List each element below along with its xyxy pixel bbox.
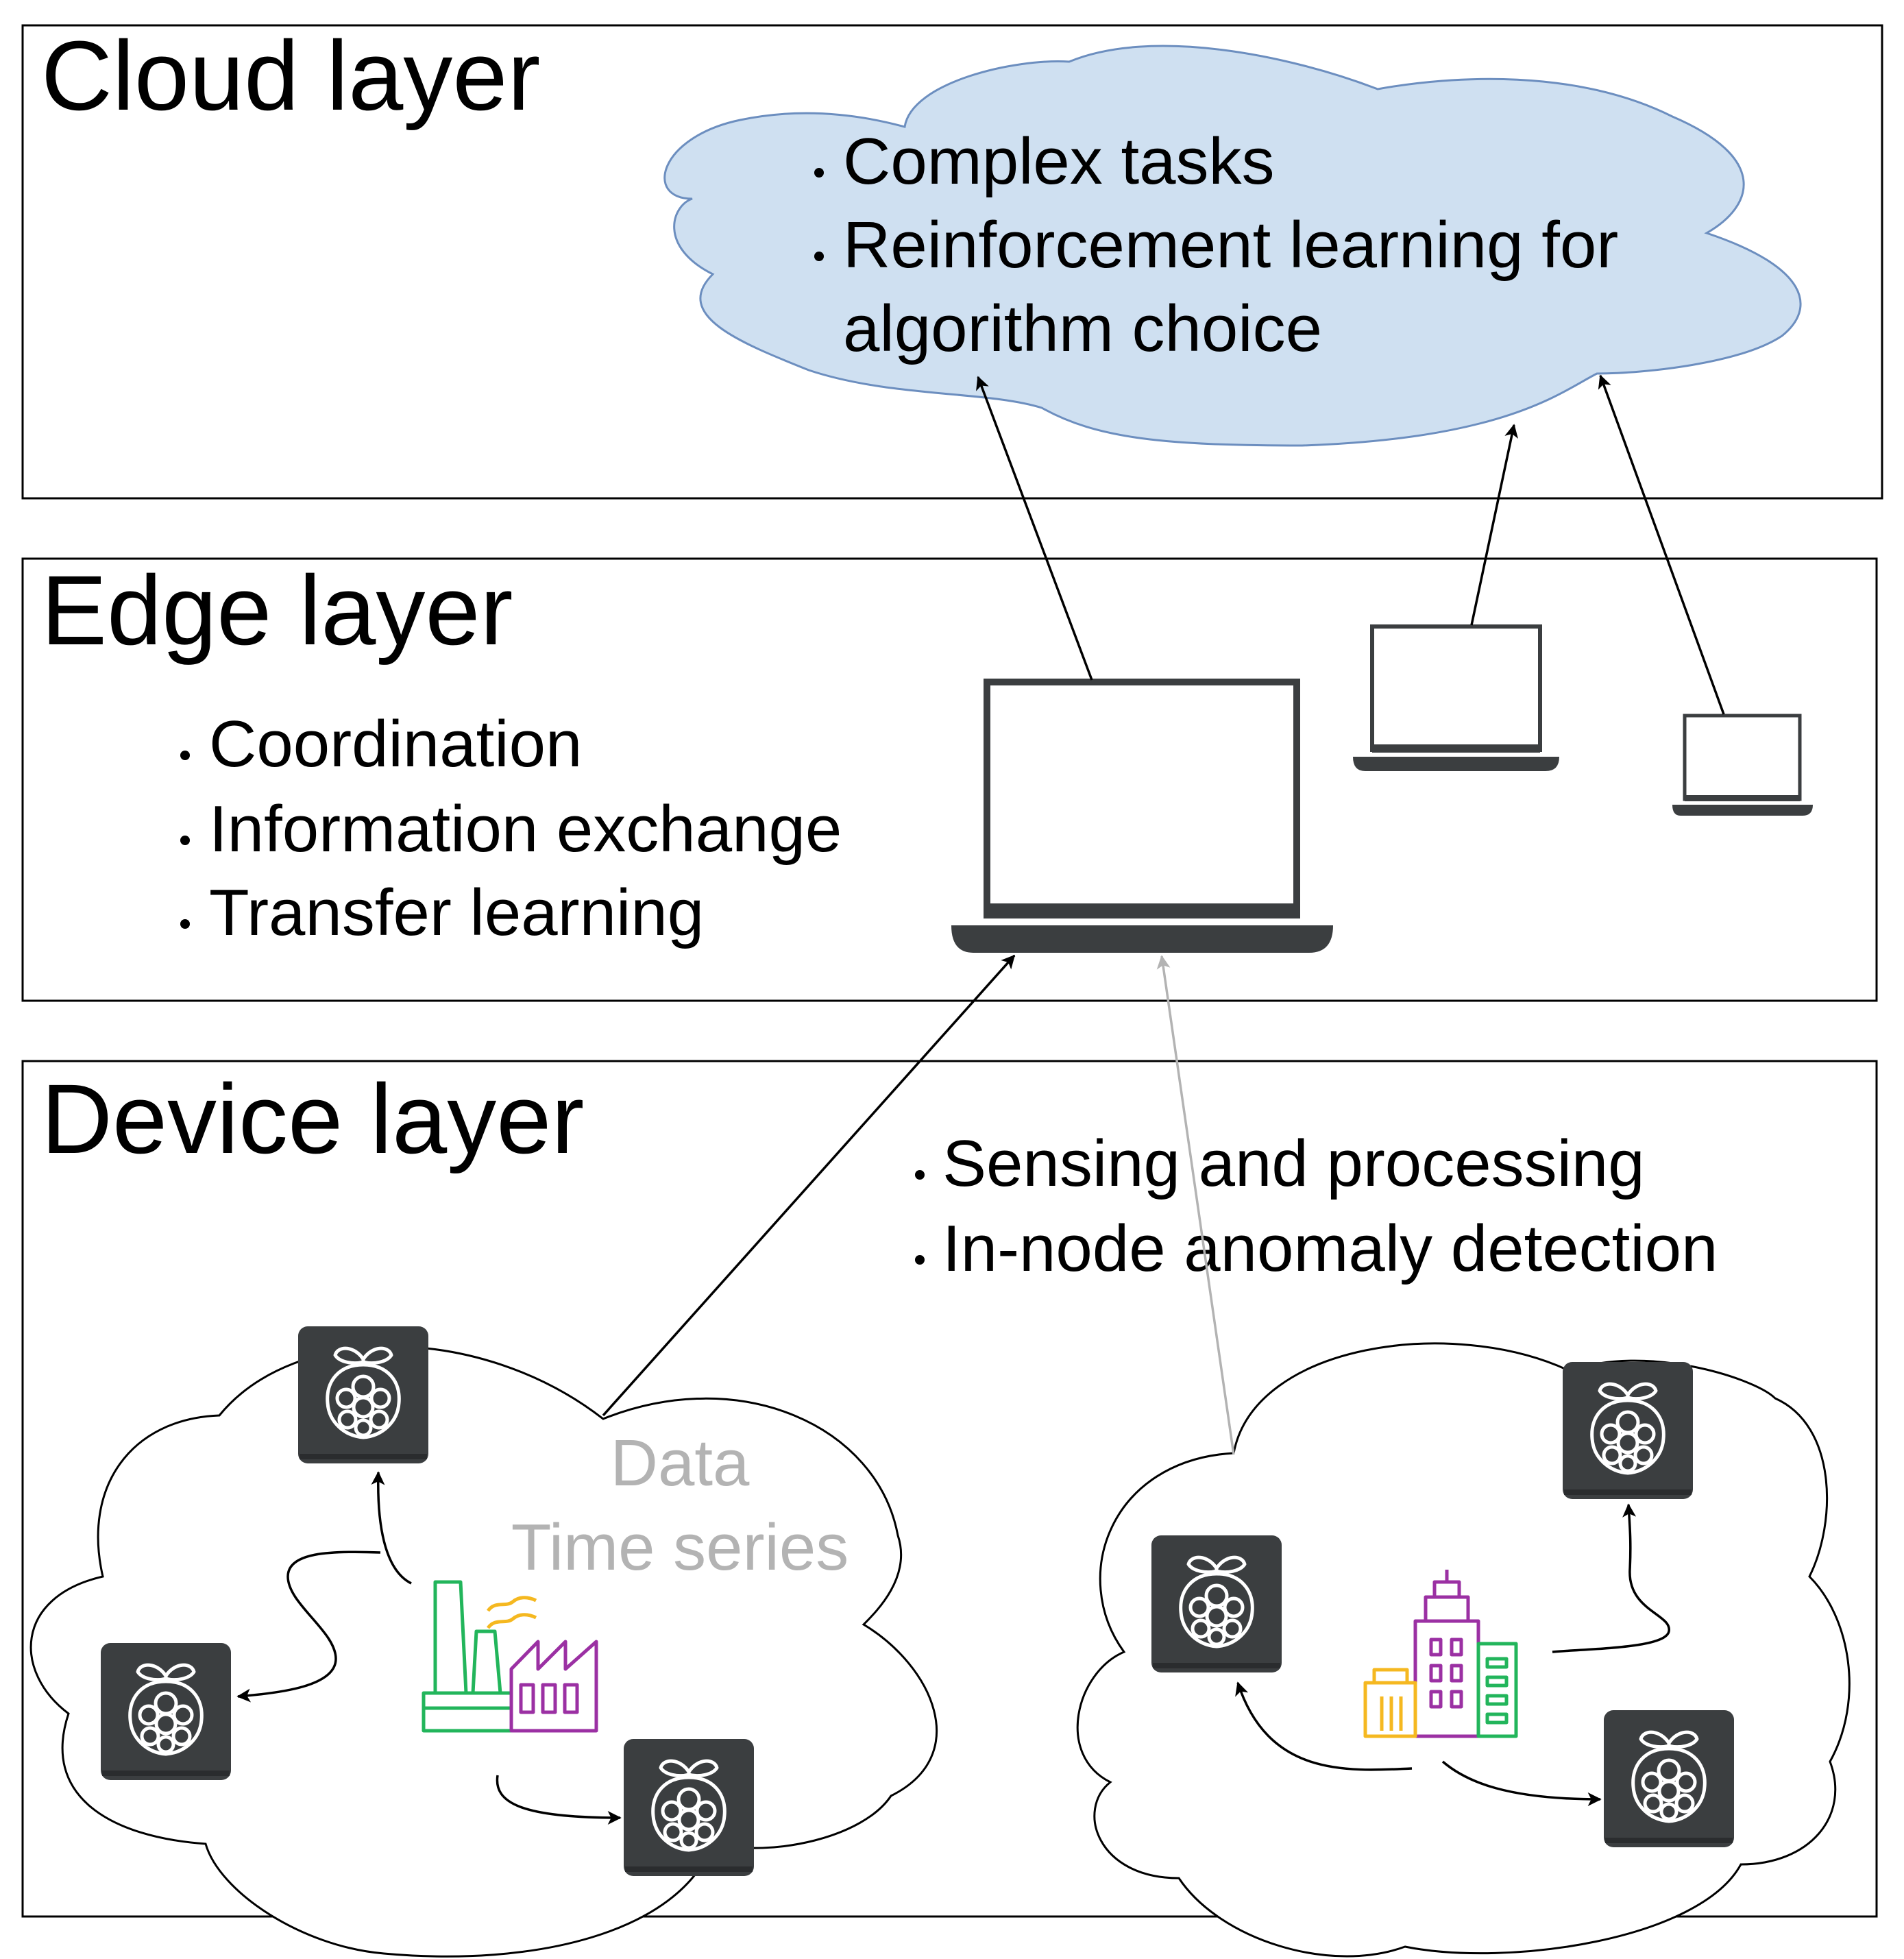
device-layer: Device layer Sensing and processing In-n… [21, 1060, 1878, 1958]
cloud-layer-title: Cloud layer [41, 21, 540, 131]
cloud-layer: Cloud layer Complex tasks Reinforcement … [21, 21, 1883, 500]
left-cloud-arrows [236, 1471, 622, 1825]
edge-item: Information exchange [209, 792, 842, 866]
raspberry-pi-icon [1151, 1535, 1282, 1672]
edge-item: Coordination [209, 707, 582, 781]
arrow [1598, 374, 1725, 715]
bullet-icon [180, 919, 190, 929]
device-layer-box [21, 1060, 1878, 1918]
raspberry-pi-icon [101, 1643, 231, 1780]
arrow [371, 1471, 412, 1585]
device-to-edge-arrows [602, 954, 1235, 1455]
bullet-icon [915, 1170, 925, 1180]
edge-item: Transfer learning [209, 876, 704, 949]
arrow [1470, 424, 1518, 626]
arrow [496, 1775, 622, 1825]
edge-layer-title: Edge layer [41, 555, 513, 666]
cloud-shape [663, 45, 1802, 447]
city-buildings-icon [1363, 1570, 1518, 1738]
cloud-items: Complex tasks Reinforcement learning for… [814, 125, 1618, 365]
cloud-layer-box [21, 24, 1883, 500]
data-label: Data [611, 1426, 750, 1500]
arrow [236, 1550, 381, 1703]
raspberry-pi-icon [624, 1739, 754, 1876]
laptop-icon [1672, 714, 1813, 816]
arrow [1441, 1760, 1602, 1806]
arrow [602, 954, 1016, 1417]
data-sublabel: Time series [511, 1511, 849, 1584]
arrow [1235, 1681, 1413, 1771]
arrow [976, 376, 1093, 681]
cloud-item-continuation: algorithm choice [843, 292, 1322, 365]
device-item: Sensing and processing [942, 1127, 1645, 1200]
bullet-icon [180, 836, 190, 845]
factory-icon [422, 1580, 598, 1733]
bullet-icon [180, 751, 190, 760]
edge-layer: Edge layer Coordination Information exch… [21, 555, 1878, 1002]
bullet-icon [814, 168, 824, 178]
edge-items: Coordination Information exchange Transf… [180, 707, 842, 949]
edge-layer-box [21, 557, 1878, 1002]
device-layer-title: Device layer [41, 1064, 584, 1174]
arrow [1552, 1503, 1670, 1653]
edge-to-cloud-arrows [976, 374, 1725, 715]
laptop-icon [951, 679, 1333, 953]
right-cloud-arrows [1235, 1503, 1670, 1806]
raspberry-pi-icon [1604, 1710, 1734, 1847]
cloud-item: Complex tasks [843, 125, 1275, 198]
raspberry-pi-icon [1563, 1362, 1693, 1499]
raspberry-pi-icon [298, 1326, 428, 1463]
device-items: Sensing and processing In-node anomaly d… [915, 1127, 1718, 1285]
bullet-icon [915, 1255, 925, 1265]
arrow [1156, 955, 1235, 1455]
laptop-icon [1353, 624, 1559, 771]
cloud-item: Reinforcement learning for [843, 208, 1618, 282]
bullet-icon [814, 252, 824, 261]
device-item: In-node anomaly detection [942, 1212, 1718, 1285]
